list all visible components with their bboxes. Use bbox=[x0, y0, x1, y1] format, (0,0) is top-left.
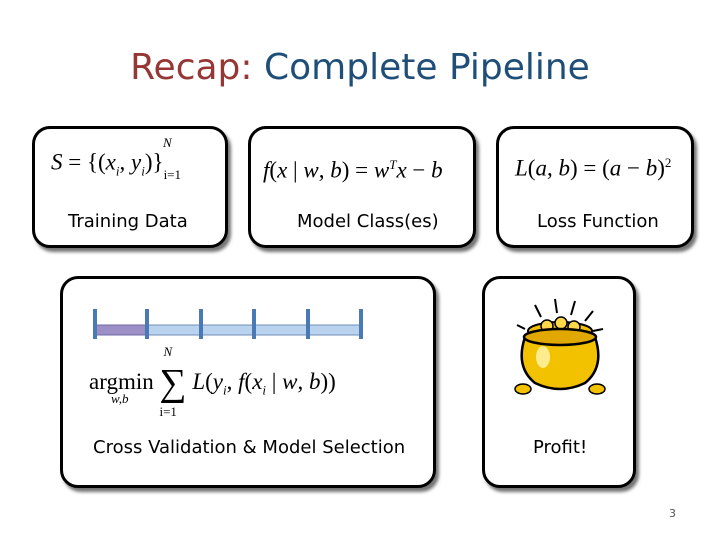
loss-function-box: L(a, b) = (a − b)2 Loss Function bbox=[496, 126, 694, 248]
pot-of-gold-icon bbox=[514, 298, 606, 395]
profit-box: Profit! bbox=[482, 276, 636, 488]
training-data-label: Training Data bbox=[68, 211, 188, 232]
model-class-label: Model Class(es) bbox=[297, 211, 439, 232]
loss-function-label: Loss Function bbox=[537, 211, 659, 232]
model-class-formula: f(x | w, b) = wTx − b bbox=[263, 157, 443, 183]
training-data-box: S = {(xi, yi)}i=1N Training Data bbox=[32, 126, 228, 248]
title-main: Complete Pipeline bbox=[264, 47, 590, 88]
loss-function-formula: L(a, b) = (a − b)2 bbox=[515, 155, 672, 181]
model-class-box: f(x | w, b) = wTx − b Model Class(es) bbox=[248, 126, 476, 248]
slide-title: Recap: Complete Pipeline bbox=[0, 44, 720, 92]
title-recap: Recap: bbox=[130, 47, 253, 88]
training-data-formula: S = {(xi, yi)}i=1N bbox=[51, 135, 182, 183]
cv-label: Cross Validation & Model Selection bbox=[93, 437, 406, 458]
fold-bar-highlight bbox=[94, 324, 148, 336]
cv-folds-diagram bbox=[93, 309, 363, 339]
profit-label: Profit! bbox=[533, 437, 588, 458]
slide-number: 3 bbox=[669, 507, 676, 520]
